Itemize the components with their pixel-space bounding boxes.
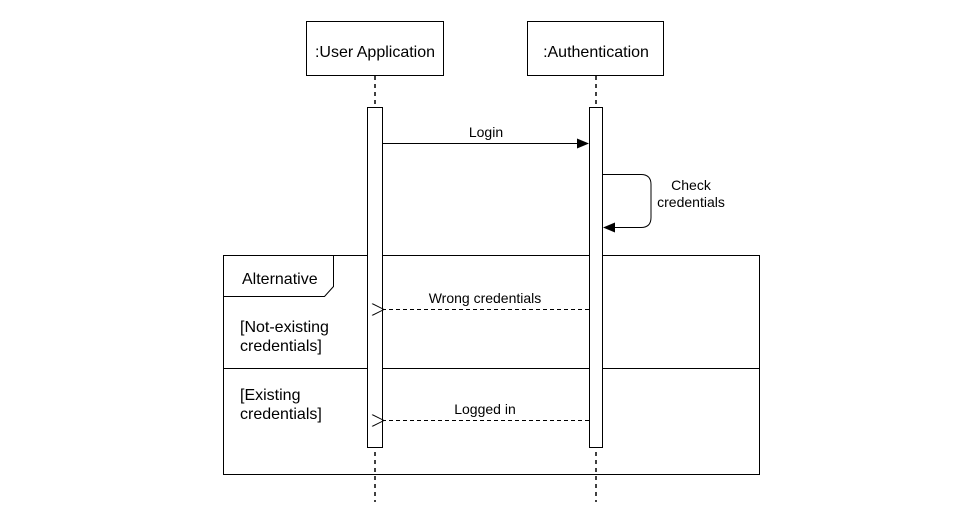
- guard-not-existing-line2: credentials]: [240, 338, 322, 355]
- participant-box-user-application: [306, 21, 444, 76]
- message-check-credentials-arrow: [603, 174, 652, 233]
- guard-existing-line1: [Existing: [240, 387, 300, 404]
- message-logged-in: Logged in: [384, 401, 589, 421]
- message-check-credentials-label-line1: Check: [671, 177, 712, 193]
- participant-label-authentication: :Authentication: [543, 44, 649, 61]
- alt-frame-operator-tab: [223, 255, 334, 297]
- guard-not-existing-line1: [Not-existing: [240, 319, 329, 336]
- message-logged-in-label: Logged in: [454, 401, 516, 417]
- message-check-credentials-label-line2: credentials: [657, 194, 725, 210]
- participant-box-authentication: [527, 21, 664, 76]
- message-check-credentials: Check credentials: [603, 174, 725, 233]
- message-wrong-credentials-label: Wrong credentials: [429, 290, 542, 306]
- alt-frame-border: [223, 255, 760, 475]
- lifeline-authentication: :Authentication: [527, 21, 664, 502]
- message-login: Login: [383, 124, 589, 149]
- activation-bar-user-application: [367, 107, 383, 448]
- lifeline-user-application: :User Application: [306, 21, 444, 502]
- message-wrong-credentials: Wrong credentials: [384, 290, 589, 310]
- activation-bar-authentication: [589, 107, 603, 448]
- participant-label-user-application: :User Application: [315, 44, 435, 61]
- alt-frame-operator-label: Alternative: [242, 271, 318, 288]
- guard-existing-line2: credentials]: [240, 406, 322, 423]
- message-login-label: Login: [469, 124, 503, 140]
- alt-frame: Alternative [Not-existing credentials] […: [223, 255, 760, 475]
